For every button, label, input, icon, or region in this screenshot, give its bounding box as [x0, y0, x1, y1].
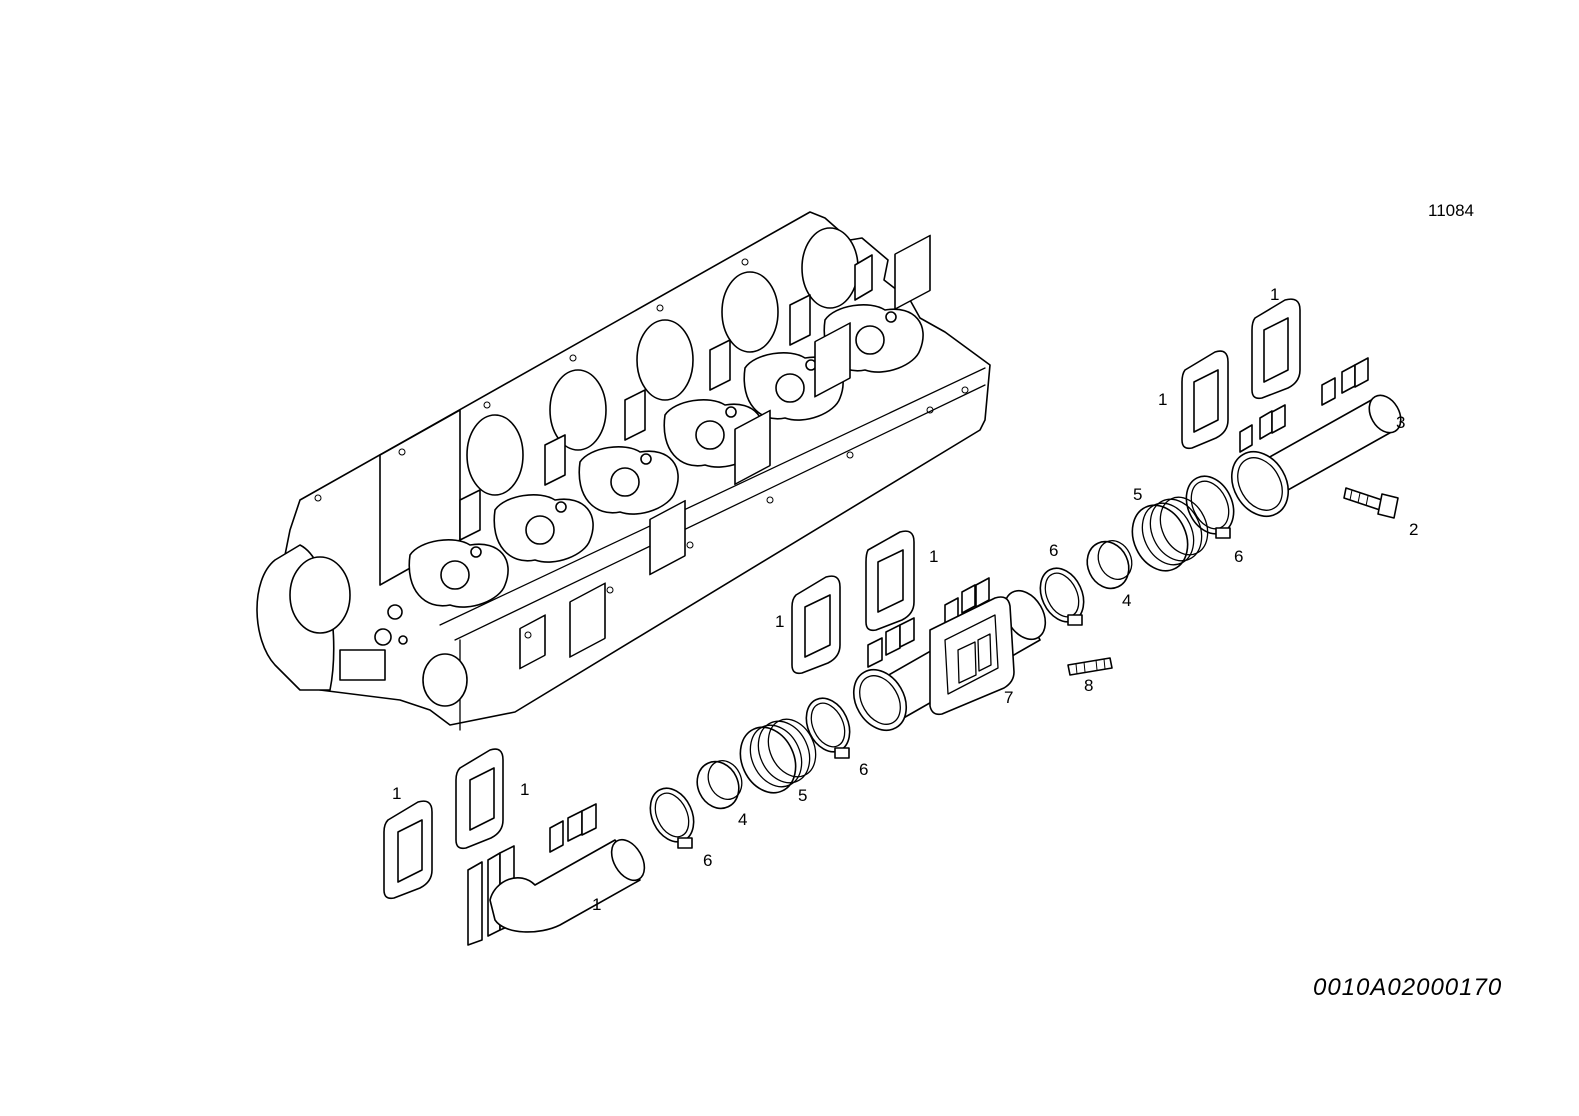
callout-5: 5 [1133, 485, 1142, 504]
drawing-reference-number: 11084 [1428, 201, 1474, 220]
clamp-upper-mid [1039, 567, 1085, 626]
sleeve-lower [696, 760, 743, 810]
callout-3: 3 [1396, 413, 1405, 432]
bellows-lower [739, 718, 817, 794]
manifold-pipe-front [1230, 357, 1402, 517]
flange-gasket-upper-right-b [1181, 350, 1229, 450]
port-faces [519, 234, 931, 670]
center-manifold [852, 577, 1047, 731]
callout-6: 6 [703, 851, 712, 870]
callout-2: 2 [1409, 520, 1418, 539]
callout-1: 1 [392, 784, 401, 803]
callout-6: 6 [1049, 541, 1058, 560]
flange-gasket-mid-b [791, 575, 841, 675]
bolt [1343, 487, 1399, 519]
callout-1: 1 [1158, 390, 1167, 409]
flange-gasket-upper-right-a [1251, 298, 1301, 400]
sleeve-upper [1086, 540, 1133, 590]
callout-8: 8 [1084, 676, 1093, 695]
clamp-lower-left [649, 787, 695, 849]
rim-bolt-holes [314, 258, 969, 639]
callout-1: 1 [775, 612, 784, 631]
callout-6: 6 [1234, 547, 1243, 566]
drawing-code: 0010A02000170 [1313, 974, 1502, 1001]
flange-gasket-lower-a [455, 748, 504, 850]
callout-5: 5 [798, 786, 807, 805]
callout-7: 7 [1004, 688, 1013, 707]
flange-gasket-mid-a [865, 530, 915, 632]
callout-1: 1 [592, 895, 601, 914]
callout-1: 1 [520, 780, 529, 799]
callout-6: 6 [859, 760, 868, 779]
clamp-lower-right [805, 697, 851, 759]
cylinder-bores [381, 227, 859, 541]
callout-4: 4 [1122, 591, 1131, 610]
cylinder-head [256, 211, 991, 731]
manifold-pipe-rear [467, 803, 646, 946]
bellows-upper [1131, 496, 1209, 572]
callout-labels: 1 1 3 5 2 6 6 1 4 1 8 7 6 1 1 5 4 6 1 [392, 285, 1418, 914]
flange-gasket-lower-b [383, 800, 433, 900]
callout-1: 1 [1270, 285, 1279, 304]
callout-1: 1 [929, 547, 938, 566]
stud [1067, 657, 1113, 676]
callout-4: 4 [738, 810, 747, 829]
